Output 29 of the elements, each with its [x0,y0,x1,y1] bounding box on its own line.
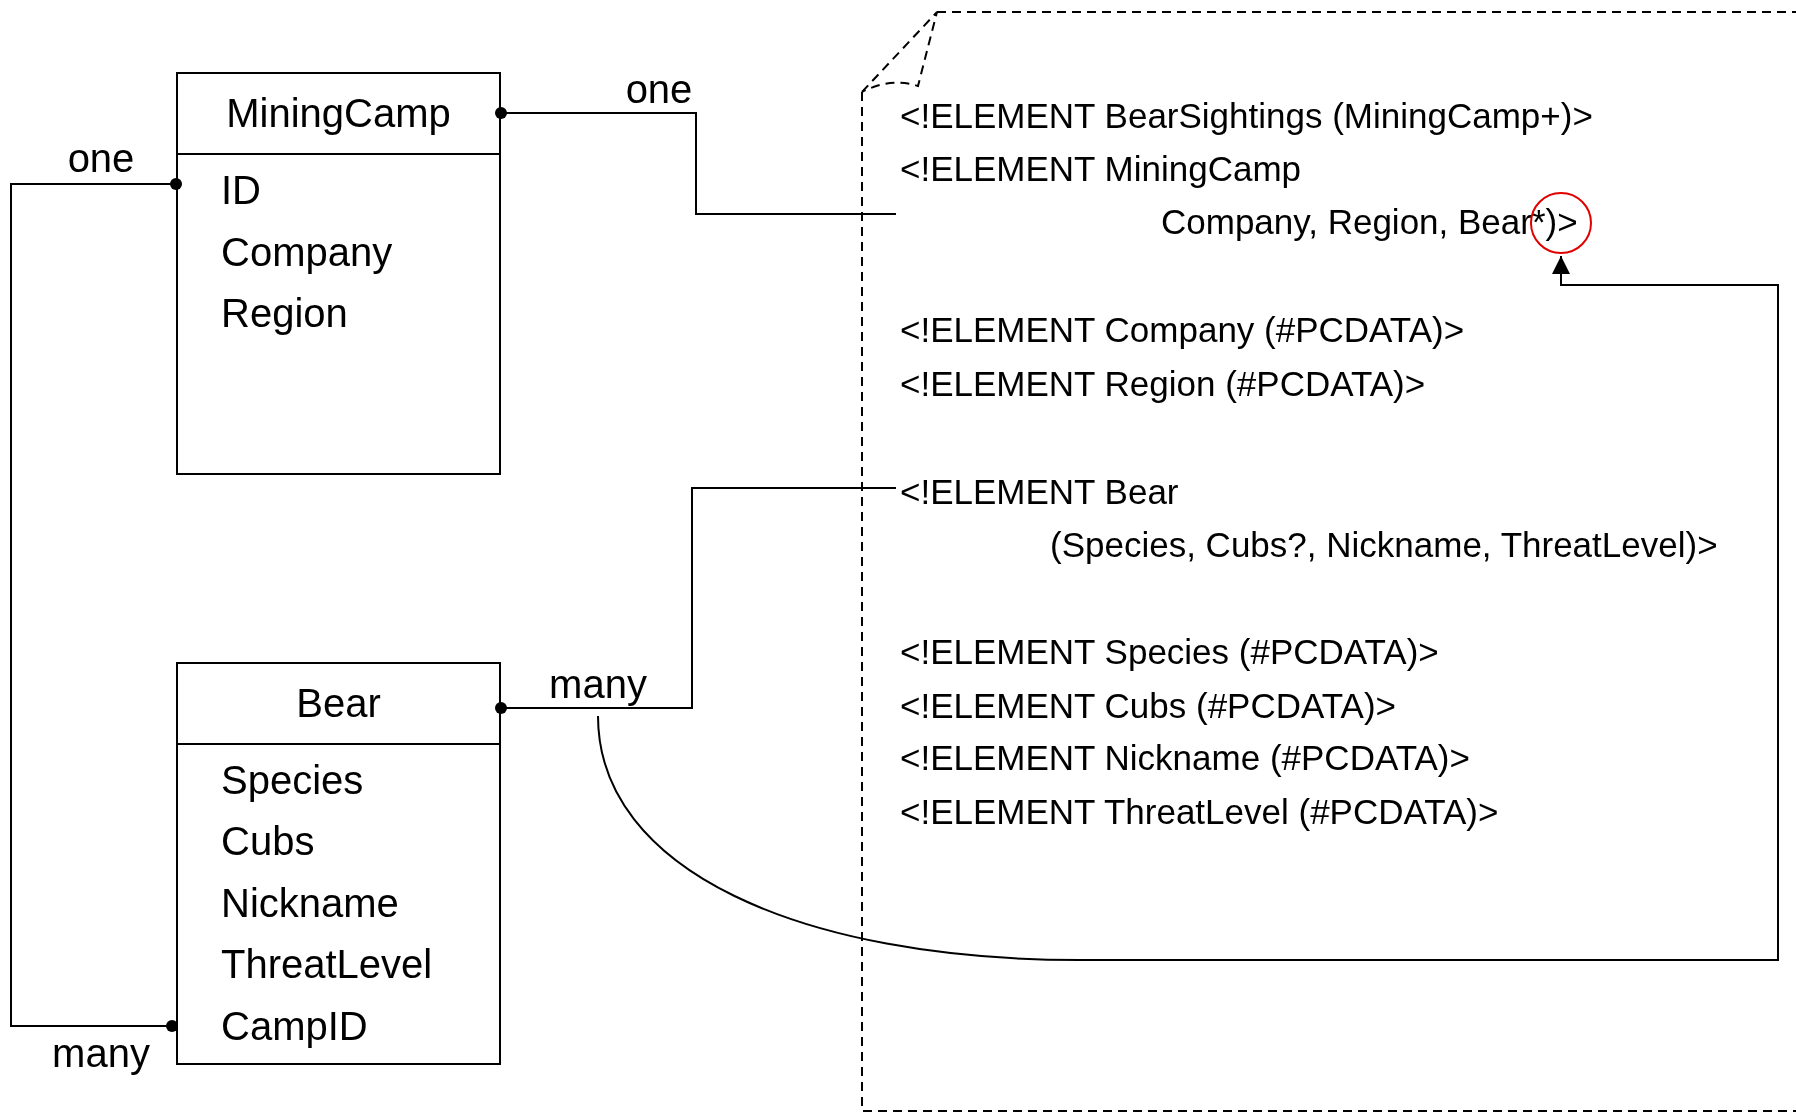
edge-label: one [625,67,693,111]
entity-table [176,72,501,475]
cardinality-label: many [52,1031,150,1075]
dtd-declaration: <!ELEMENT Species (#PCDATA)> [900,630,1439,674]
dtd-declaration: <!ELEMENT BearSightings (MiningCamp+)> [900,94,1593,138]
attribute-name: Cubs [176,816,497,866]
attribute-name: Species [176,755,497,805]
attribute-name: ID [176,165,497,215]
arrow [597,255,1779,961]
attribute-name: Nickname [176,878,497,928]
entity-table [176,662,501,1065]
dtd-declaration: <!ELEMENT Region (#PCDATA)> [900,362,1426,406]
cardinality-label: many [548,662,648,706]
entity-name: Bear [178,664,499,745]
cardinality-label: one [67,136,135,180]
attribute-name: Region [176,288,497,338]
attribute-name: ThreatLevel [176,939,497,989]
dtd-declaration: <!ELEMENT Nickname (#PCDATA)> [900,736,1470,780]
connector-line [495,107,897,215]
dtd-declaration: <!ELEMENT Cubs (#PCDATA)> [900,684,1396,728]
document-page [861,11,1796,1112]
dtd-declaration: <!ELEMENT Company (#PCDATA)> [900,308,1465,352]
connector-line [495,487,897,714]
dtd-declaration: <!ELEMENT Bear (Species, Cubs?, Nickname, ThreatLevel)> [900,465,1718,571]
connector-line [10,178,182,1032]
dtd-declaration: <!ELEMENT ThreatLevel (#PCDATA)> [900,790,1499,834]
attribute-name: CampID [176,1001,497,1051]
entity-name: MiningCamp [178,74,499,155]
attribute-name: Company [176,227,497,277]
